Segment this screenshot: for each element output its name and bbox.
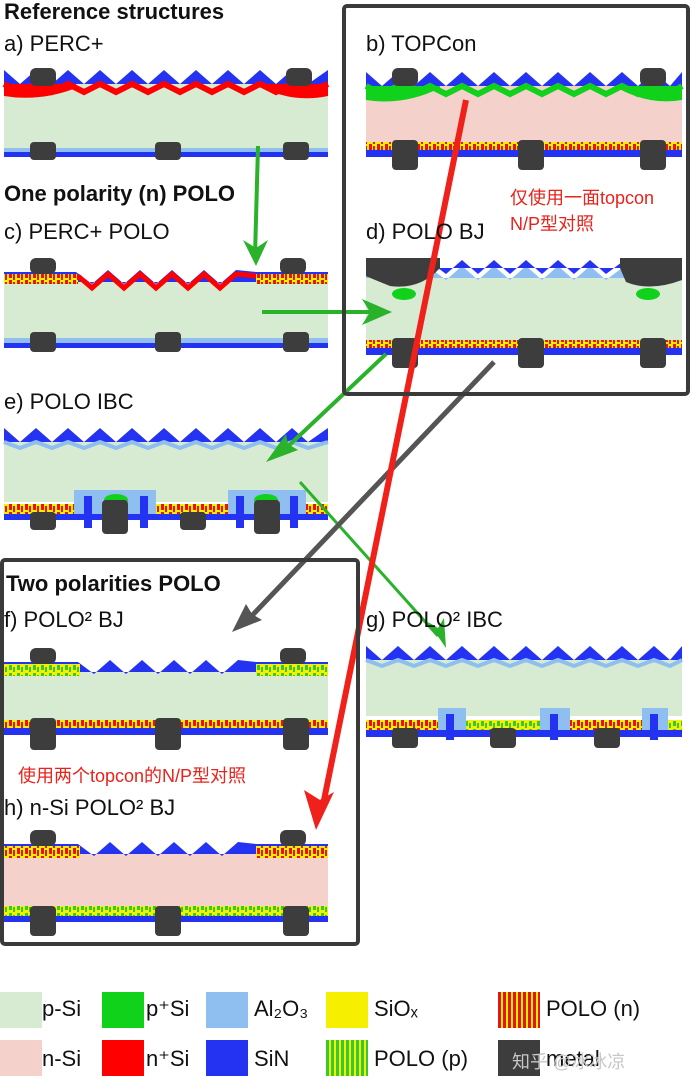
legend-swatch-p-si [0, 992, 42, 1028]
legend-swatch-polo-n [498, 992, 540, 1028]
legend-label-p-plus-si: p⁺Si [146, 996, 190, 1021]
panel-label-e: e) POLO IBC [4, 389, 134, 414]
note-single-side-np: N/P型对照 [510, 214, 595, 234]
arrow-a-to-c [243, 145, 268, 266]
panel-g-polo2-ibc [365, 646, 683, 748]
legend-swatch-siox [326, 992, 368, 1028]
panel-c-perc-plus-polo [4, 258, 328, 352]
legend-swatch-polo-p [326, 1040, 368, 1076]
panel-d-polo-bj [366, 258, 682, 368]
panel-label-g: g) POLO² IBC [366, 607, 503, 632]
note-double-side-topcon: 使用两个topcon的N/P型对照 [18, 766, 247, 786]
legend-swatch-p-plus-si [102, 992, 144, 1028]
watermark: 知乎 @冰冰凉 [512, 1052, 626, 1072]
arrow-d-to-f [232, 360, 496, 632]
panel-e-polo-ibc [3, 428, 329, 534]
heading-reference-structures: Reference structures [4, 0, 225, 24]
note-single-side-topcon: 仅使用一面topcon [510, 188, 655, 208]
legend-label-metal: metal [546, 1046, 600, 1071]
panel-label-f: f) POLO² BJ [4, 607, 124, 632]
legend-swatch-n-si [0, 1040, 42, 1076]
panel-b-topcon [364, 68, 684, 170]
legend-swatch-metal [498, 1040, 540, 1076]
panel-label-a: a) PERC+ [4, 31, 104, 56]
legend-label-al2o3: Al₂O₃ [254, 996, 309, 1021]
legend-label-sin: SiN [254, 1046, 290, 1071]
arrow-c-to-d [262, 299, 392, 325]
panel-h-n-si-polo2-bj [4, 830, 328, 936]
panel-label-h: h) n-Si POLO² BJ [4, 795, 176, 820]
arrow-b-to-h [304, 99, 469, 830]
legend-label-siox: SiOₓ [374, 996, 418, 1021]
panel-label-d: d) POLO BJ [366, 219, 485, 244]
heading-two-polarities: Two polarities POLO [6, 571, 221, 596]
legend-swatch-sin [206, 1040, 248, 1076]
legend-label-polo-n: POLO (n) [546, 996, 641, 1021]
panel-label-c: c) PERC+ POLO [4, 219, 170, 244]
legend-label-polo-p: POLO (p) [374, 1046, 469, 1071]
arrow-e-to-g [298, 480, 446, 648]
legend-swatch-n-plus-si [102, 1040, 144, 1076]
legend-label-p-si: p-Si [42, 996, 82, 1021]
panel-label-b: b) TOPCon [366, 31, 477, 56]
heading-one-polarity: One polarity (n) POLO [4, 181, 236, 206]
frame-two-polarities [0, 558, 360, 946]
legend-label-n-plus-si: n⁺Si [146, 1046, 190, 1071]
legend-label-n-si: n-Si [42, 1046, 82, 1071]
legend-swatch-al2o3 [206, 992, 248, 1028]
frame-topcon-bj [342, 4, 690, 396]
arrow-d-to-e [266, 352, 388, 462]
panel-a-perc-plus [2, 68, 330, 160]
panel-f-polo2-bj [4, 648, 328, 750]
